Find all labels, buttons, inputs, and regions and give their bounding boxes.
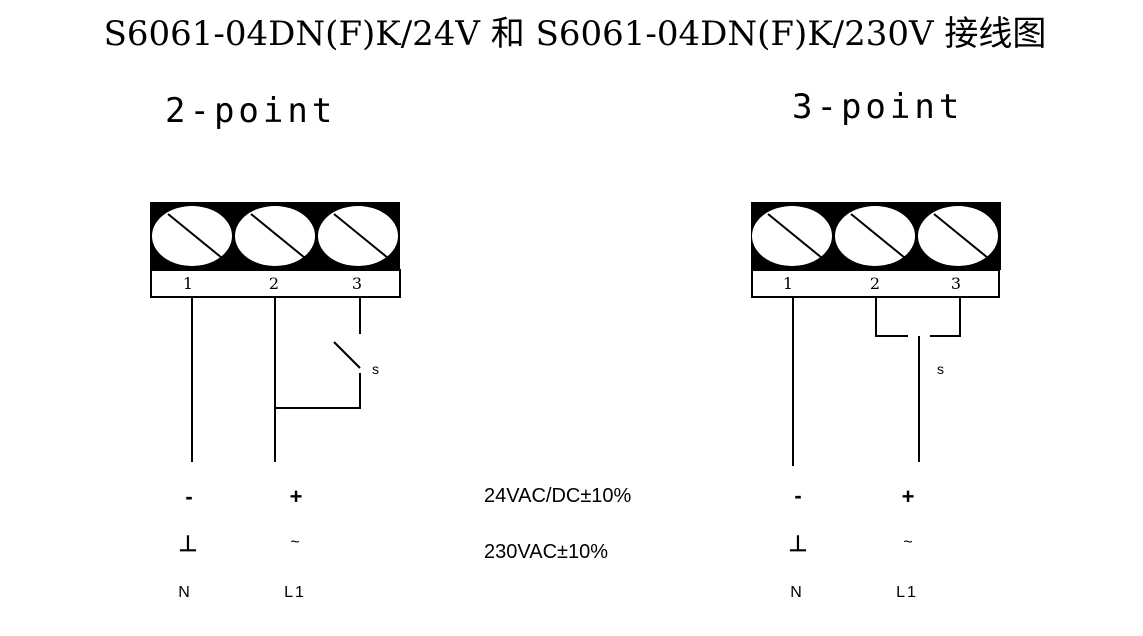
minus-symbol: - — [794, 483, 801, 508]
minus-symbol: - — [185, 484, 192, 509]
ground-symbol: ⊥ — [178, 531, 197, 556]
terminal-number: 2 — [870, 274, 880, 293]
terminal-label-strip — [150, 269, 401, 298]
plus-symbol: + — [902, 484, 915, 509]
terminal-screw-3 — [918, 206, 998, 266]
voltage-dc: 24VAC/DC±10% — [484, 485, 632, 507]
wire-label-l1: L1 — [896, 584, 918, 601]
ac-symbol: ~ — [290, 534, 299, 551]
wire-terminal-2 — [875, 298, 908, 337]
switch-label: s — [937, 361, 944, 377]
wire-label-n: N — [178, 584, 192, 601]
wire-label-l1: L1 — [284, 584, 306, 601]
terminal-screw-3 — [318, 206, 398, 266]
terminal-screw-1 — [752, 206, 832, 266]
terminal-label-strip — [751, 269, 1000, 298]
wire-bridge — [275, 373, 361, 409]
switch-label: s — [372, 361, 379, 377]
terminal-number: 3 — [951, 274, 961, 293]
heading-2-point: 2-point — [165, 91, 336, 131]
terminal-block-left: 1 2 3 — [150, 202, 401, 298]
switch-s — [333, 341, 361, 369]
terminal-screw-1 — [152, 206, 232, 266]
terminal-number: 1 — [783, 274, 793, 293]
terminal-number: 1 — [183, 274, 193, 293]
page-title: S6061-04DN(F)K/24V 和 S6061-04DN(F)K/230V… — [104, 14, 1047, 54]
plus-symbol: + — [290, 484, 303, 509]
terminal-screw-2 — [835, 206, 915, 266]
ac-symbol: ~ — [903, 534, 912, 551]
terminal-block-right: 1 2 3 — [751, 202, 1001, 298]
heading-3-point: 3-point — [792, 87, 963, 127]
wire-terminal-3 — [930, 298, 961, 337]
ground-symbol: ⊥ — [788, 531, 807, 556]
voltage-ac: 230VAC±10% — [484, 541, 608, 563]
terminal-number: 3 — [352, 274, 362, 293]
terminal-screw-2 — [235, 206, 315, 266]
wiring-left: s — [191, 298, 379, 462]
terminal-number: 2 — [269, 274, 279, 293]
wire-label-n: N — [790, 584, 804, 601]
wiring-right: s — [792, 298, 961, 466]
